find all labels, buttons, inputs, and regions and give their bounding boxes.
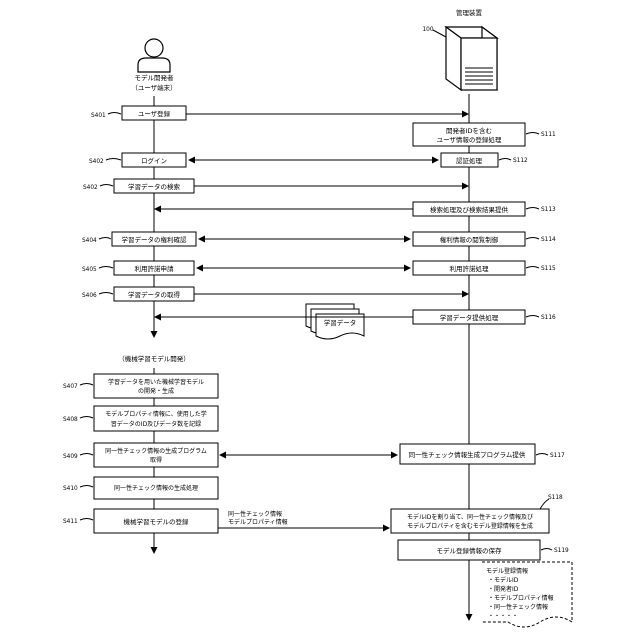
- s409-label-line2: 取得: [150, 456, 162, 464]
- step-code-s113: S113: [541, 207, 556, 213]
- s402-login-label: ログイン: [141, 156, 167, 165]
- user-person-icon: [138, 39, 170, 72]
- s114-label: 権利情報の閲覧制御: [440, 235, 499, 244]
- s405-label: 利用許諾申請: [135, 264, 175, 273]
- leader-s408: [80, 417, 93, 419]
- step-code-s115: S115: [541, 266, 556, 272]
- leader-s116: [526, 316, 539, 318]
- step-code-s112: S112: [513, 158, 528, 164]
- server-icon: [446, 27, 497, 90]
- s411-message-line2: モデルプロパティ情報: [228, 518, 288, 526]
- leader-s402-search: [100, 185, 113, 187]
- leader-s115: [526, 267, 539, 269]
- s115-label: 利用許諾処理: [450, 264, 490, 273]
- s111-label-line2: ユーザ情報の登録処理: [437, 135, 502, 144]
- s119-label: モデル登録情報の保存: [437, 546, 503, 555]
- reg-doc-item: ・開発者ID: [488, 585, 519, 593]
- s411-message-line1: 同一性チェック情報: [228, 510, 282, 518]
- reg-doc-item: ・モデルプロパティ情報: [488, 594, 554, 602]
- s118-label-line2: モデルプロパティを含むモデル登録情報を生成: [407, 522, 533, 530]
- user-sublabel: （ユーザ端末）: [131, 83, 176, 92]
- step-code-s111: S111: [541, 132, 556, 138]
- s111-label-line1: 開発者IDを含む: [446, 126, 492, 135]
- leader-s113: [526, 208, 539, 210]
- step-code-s406: S406: [82, 293, 97, 299]
- step-code-s119: S119: [554, 548, 569, 554]
- s404-label: 学習データの権利確認: [122, 235, 188, 244]
- leader-s407: [80, 384, 93, 386]
- training-data-doc-label: 学習データ: [324, 318, 357, 327]
- leader-s119: [541, 549, 552, 551]
- s411-label: 機械学習モデルの登録: [124, 517, 190, 526]
- step-code-s410: S410: [63, 486, 78, 492]
- leader-s409: [80, 454, 93, 456]
- s407-label-line1: 学習データを用いた機械学習モデル: [108, 378, 204, 386]
- step-code-s407: S407: [63, 384, 78, 390]
- user-label: モデル開発者: [135, 73, 175, 82]
- s409-label-line1: 同一性チェック情報の生成プログラム: [105, 447, 207, 455]
- step-code-s114: S114: [541, 237, 556, 243]
- server-ref: 100: [422, 27, 433, 33]
- step-code-s408: S408: [63, 417, 78, 423]
- leader-s406: [99, 293, 113, 295]
- step-code-s409: S409: [63, 454, 78, 460]
- reg-doc-title: モデル登録情報: [486, 567, 528, 575]
- server-label: 管理装置: [456, 8, 483, 17]
- leader-s404: [99, 238, 111, 240]
- server-actor: 管理装置 100: [422, 8, 497, 90]
- user-actor: モデル開発者 （ユーザ端末）: [131, 39, 176, 92]
- s116-label: 学習データ提供処理: [440, 313, 499, 322]
- s402-search-label: 学習データの検索: [128, 182, 181, 191]
- leader-s401: [108, 113, 121, 115]
- step-code-s402-search: S402: [83, 185, 98, 191]
- reg-doc-item: ・モデルID: [488, 576, 519, 584]
- step-code-s401: S401: [91, 113, 106, 119]
- leader-s112: [499, 159, 511, 161]
- step-code-s117: S117: [550, 453, 565, 459]
- leader-s114: [526, 238, 539, 240]
- step-code-s118: S118: [548, 495, 563, 501]
- s118-label-line1: モデルIDを割り当て、同一性チェック情報及び: [407, 513, 533, 521]
- s408-label-line1: モデルプロパティ情報に、使用した学: [105, 410, 206, 418]
- leader-s410: [80, 486, 93, 488]
- s112-label: 認証処理: [456, 156, 483, 165]
- s117-label: 同一性チェック情報生成プログラム提供: [409, 450, 526, 459]
- s408-label-line2: 習データのID及びデータ数を記録: [111, 420, 201, 428]
- leader-s111: [526, 133, 539, 135]
- step-code-s404: S404: [82, 238, 97, 244]
- leader-s402-login: [106, 159, 121, 161]
- server-ref-leader: [433, 30, 446, 37]
- step-code-s411: S411: [63, 519, 78, 525]
- leader-s117: [536, 454, 548, 456]
- step-code-s402-login: S402: [89, 159, 104, 165]
- s407-label-line2: の開発・生成: [138, 387, 174, 395]
- step-code-s405: S405: [82, 267, 97, 273]
- leader-s411: [80, 519, 93, 521]
- s406-label: 学習データの取得: [128, 290, 181, 299]
- step-code-s116: S116: [541, 315, 556, 321]
- leader-s405: [99, 267, 113, 269]
- reg-doc-item: ・同一性チェック情報: [488, 603, 548, 611]
- s113-label: 検索処理及び検索結果提供: [430, 205, 509, 214]
- reg-doc-more: ・・・・・: [488, 613, 518, 620]
- phase-label: （機械学習モデル開発）: [118, 354, 190, 363]
- s401-label: ユーザ登録: [138, 109, 171, 118]
- s410-label: 同一性チェック情報の生成処理: [114, 484, 198, 492]
